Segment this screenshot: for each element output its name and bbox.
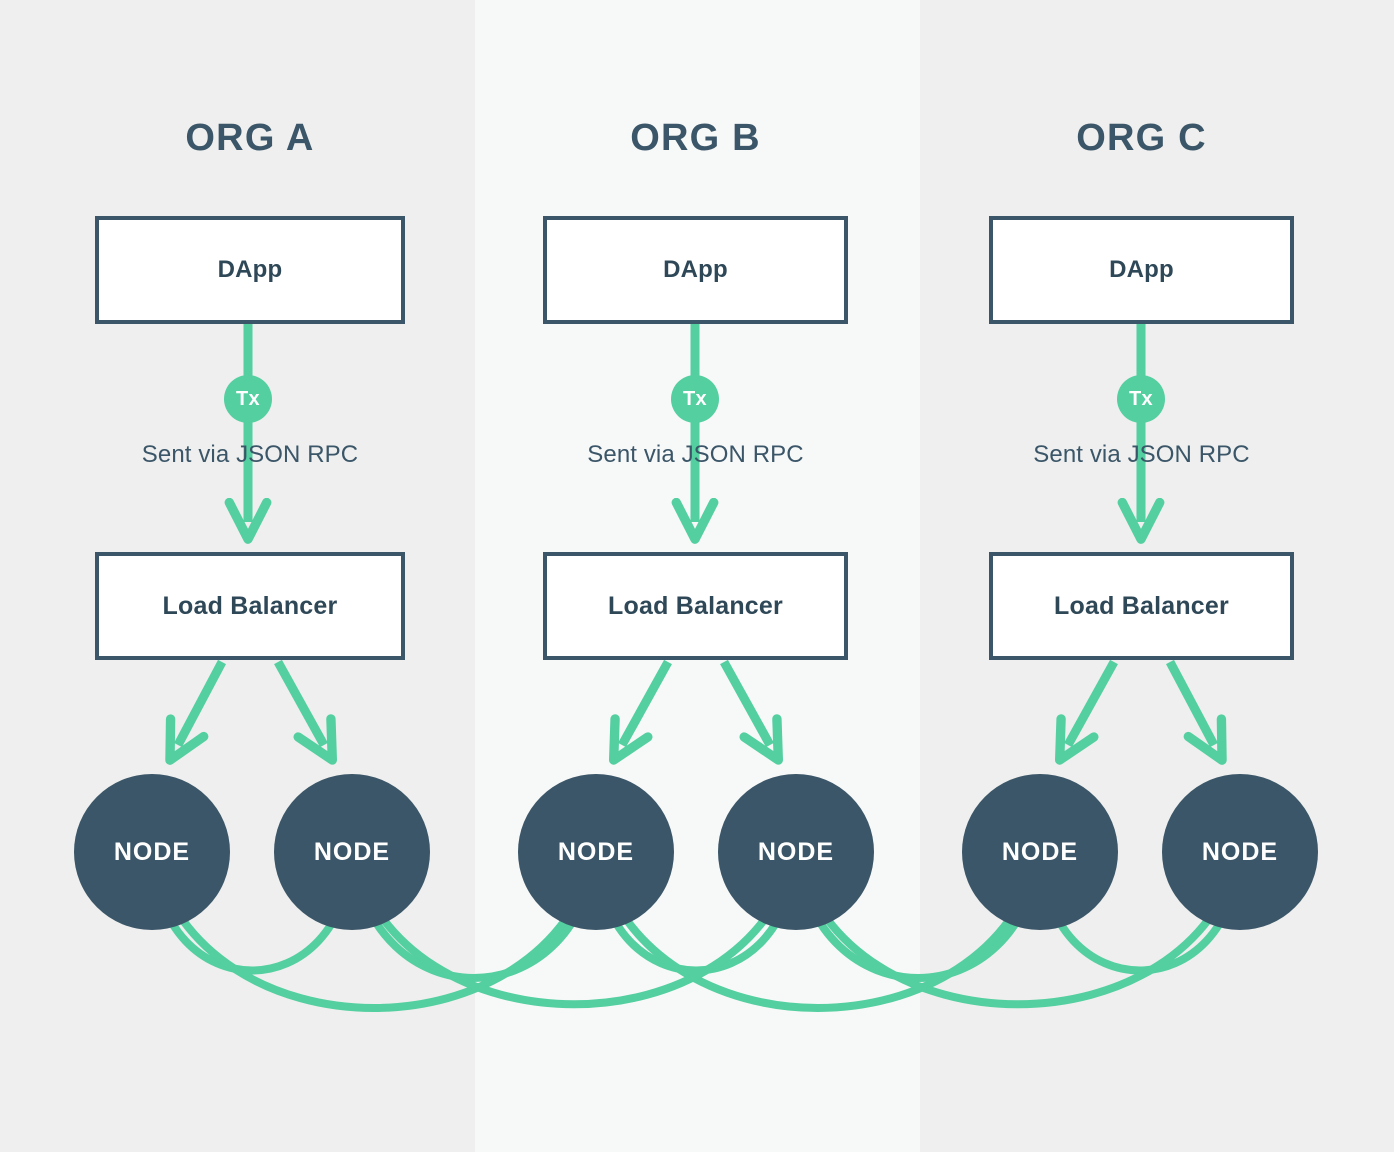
lb-to-node-arrows-org-a xyxy=(165,659,337,765)
load-balancer-box-org-b[interactable]: Load Balancer xyxy=(543,552,848,660)
node-circle-org-c-1[interactable]: NODE xyxy=(962,774,1118,930)
rpc-label-org-c: Sent via JSON RPC xyxy=(1033,441,1250,468)
load-balancer-box-org-a[interactable]: Load Balancer xyxy=(95,552,405,660)
peer-curve-n4-n6 xyxy=(792,848,1244,1009)
dapp-box-org-c[interactable]: DApp xyxy=(989,216,1294,324)
lb-to-node-arrows-org-b xyxy=(609,659,783,765)
tx-badge-org-c: Tx xyxy=(1117,375,1165,423)
peer-curve-n1-n3 xyxy=(148,848,600,1012)
dapp-box-org-a[interactable]: DApp xyxy=(95,216,405,324)
tx-badge-org-b: Tx xyxy=(671,375,719,423)
peer-curve-n2-n4 xyxy=(348,848,800,1009)
rpc-label-org-a: Sent via JSON RPC xyxy=(141,441,359,468)
lb-to-node-arrows-org-c xyxy=(1055,659,1227,765)
load-balancer-box-org-c[interactable]: Load Balancer xyxy=(989,552,1294,660)
node-circle-org-b-1[interactable]: NODE xyxy=(518,774,674,930)
peer-curve-n3-n5 xyxy=(592,848,1044,1012)
node-circle-org-a-1[interactable]: NODE xyxy=(74,774,230,930)
tx-badge-org-a: Tx xyxy=(224,375,272,423)
dapp-box-org-b[interactable]: DApp xyxy=(543,216,848,324)
page-title-org-b: ORG B xyxy=(630,117,761,159)
page-title-org-a: ORG A xyxy=(185,117,315,159)
node-circle-org-b-2[interactable]: NODE xyxy=(718,774,874,930)
node-circle-org-c-2[interactable]: NODE xyxy=(1162,774,1318,930)
rpc-label-org-b: Sent via JSON RPC xyxy=(587,441,804,468)
node-circle-org-a-2[interactable]: NODE xyxy=(274,774,430,930)
page-title-org-c: ORG C xyxy=(1076,117,1207,159)
